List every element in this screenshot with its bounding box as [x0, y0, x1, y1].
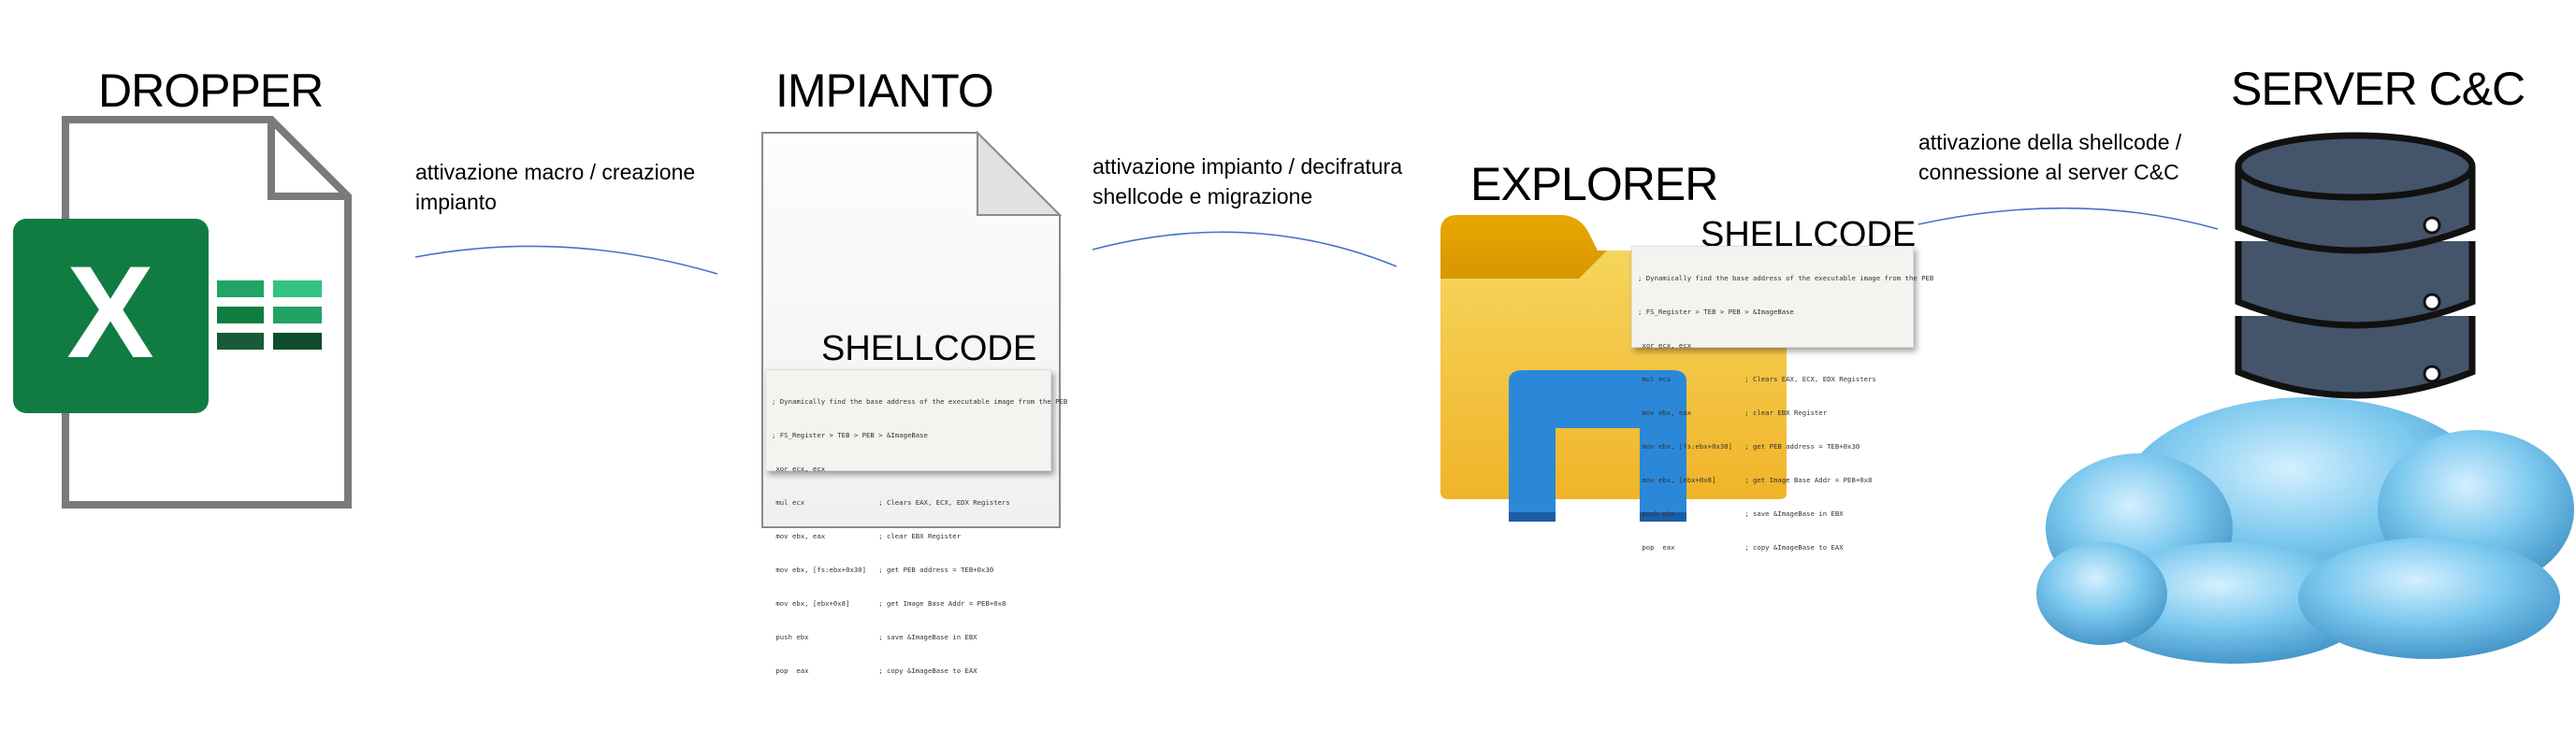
- transition-label-2: attivazione impianto / decifratura shell…: [1093, 151, 1402, 211]
- dropper-title: DROPPER: [98, 64, 324, 117]
- server-title: SERVER C&C: [2231, 63, 2525, 115]
- code-line: ; Dynamically find the base address of t…: [1638, 274, 1934, 282]
- code-line: mov ebx, [fs:ebx+0x30] ; get PEB address…: [772, 566, 994, 574]
- transition-label-1: attivazione macro / creazione impianto: [415, 157, 695, 217]
- arrow-line-1: [414, 245, 718, 275]
- code-line: ; Dynamically find the base address of t…: [772, 397, 1068, 406]
- code-line: mov ebx, [fs:ebx+0x30] ; get PEB address…: [1638, 442, 1860, 451]
- code-line: push ebx ; save &ImageBase in EBX: [772, 633, 977, 641]
- transition-2-line2: shellcode e migrazione: [1093, 184, 1313, 208]
- code-line: mov ebx, [ebx+0x8] ; get Image Base Addr…: [1638, 476, 1873, 484]
- server-database-icon: [2235, 132, 2476, 399]
- excel-letter: X: [66, 238, 153, 385]
- code-line: xor ecx, ecx: [772, 465, 826, 473]
- code-line: mul ecx ; Clears EAX, ECX, EDX Registers: [1638, 375, 1876, 383]
- code-line: push ebx ; save &ImageBase in EBX: [1638, 509, 1844, 518]
- arrow-line-2: [1092, 231, 1397, 267]
- code-line: mov ebx, [ebx+0x8] ; get Image Base Addr…: [772, 599, 1006, 608]
- transition-1-line1: attivazione macro / creazione: [415, 160, 696, 184]
- transition-3-line1: attivazione della shellcode /: [1918, 130, 2182, 154]
- code-line: mov ebx, eax ; clear EBX Register: [772, 532, 962, 540]
- code-line: xor ecx, ecx: [1638, 341, 1692, 350]
- transition-label-3: attivazione della shellcode / connession…: [1918, 127, 2181, 187]
- code-line: pop eax ; copy &ImageBase to EAX: [772, 666, 977, 675]
- transition-3-line2: connessione al server C&C: [1918, 160, 2179, 184]
- transition-2-line1: attivazione impianto / decifratura: [1093, 154, 1403, 179]
- transition-1-line2: impianto: [415, 190, 497, 214]
- code-line: ; FS_Register > TEB > PEB > &ImageBase: [772, 431, 928, 439]
- impianto-shellcode-block: ; Dynamically find the base address of t…: [765, 369, 1068, 675]
- explorer-title: EXPLORER: [1470, 158, 1718, 210]
- excel-file-icon: X: [13, 116, 352, 509]
- impianto-shellcode-label: SHELLCODE: [821, 329, 1037, 368]
- explorer-shellcode-block: ; Dynamically find the base address of t…: [1631, 246, 1934, 552]
- code-line: mov ebx, eax ; clear EBX Register: [1638, 408, 1828, 417]
- code-line: mul ecx ; Clears EAX, ECX, EDX Registers: [772, 498, 1010, 507]
- code-line: pop eax ; copy &ImageBase to EAX: [1638, 543, 1844, 552]
- impianto-title: IMPIANTO: [775, 64, 994, 117]
- code-line: ; FS_Register > TEB > PEB > &ImageBase: [1638, 308, 1794, 316]
- cloud-icon: [2036, 397, 2574, 664]
- arrow-line-3: [1918, 207, 2219, 230]
